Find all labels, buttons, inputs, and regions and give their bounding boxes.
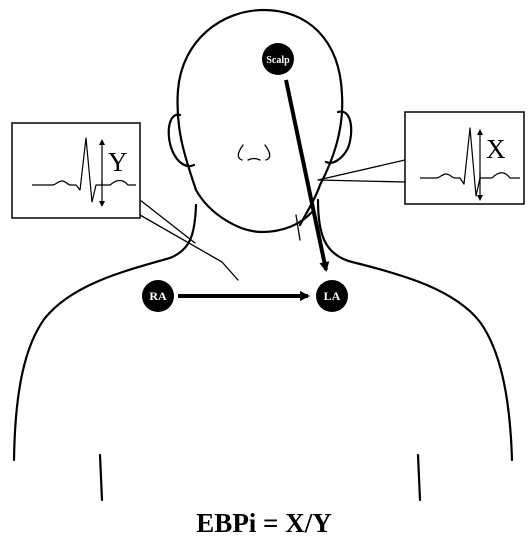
left-callout-line-2 <box>140 200 195 243</box>
right-armpit <box>418 455 420 500</box>
nose <box>238 145 269 160</box>
la-electrode-label: LA <box>324 289 341 303</box>
ra-electrode: RA <box>142 280 174 312</box>
neck-detail <box>296 215 300 240</box>
left-inset-label: Y <box>108 147 128 177</box>
head-outline <box>177 10 342 225</box>
la-electrode: LA <box>316 280 348 312</box>
right-inset-box <box>405 112 524 204</box>
right-ecg-inset: X <box>318 112 524 204</box>
scalp-electrode-label: Scalp <box>266 55 290 66</box>
left-armpit <box>100 455 102 500</box>
ebpi-formula: EBPi = X/Y <box>196 508 331 538</box>
ra-electrode-label: RA <box>149 289 167 303</box>
right-shoulder <box>318 200 512 460</box>
left-callout-line-1 <box>140 215 238 280</box>
body-outline <box>14 10 512 500</box>
scalp-to-la-arrow <box>286 80 326 270</box>
jaw-outline <box>196 190 312 232</box>
right-inset-label: X <box>486 134 506 164</box>
left-shoulder <box>14 205 196 460</box>
scalp-electrode: Scalp <box>262 43 294 75</box>
